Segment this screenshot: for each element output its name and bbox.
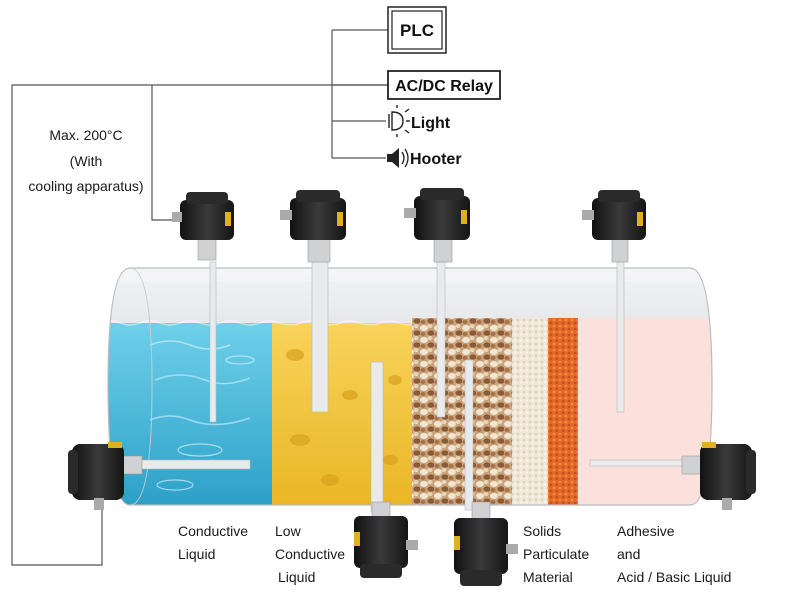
level-switch-icon (681, 442, 756, 510)
tank (107, 267, 713, 506)
section-label-line: Acid / Basic Liquid (617, 569, 731, 585)
level-switch-icon (172, 192, 234, 261)
probes (139, 261, 691, 513)
plc-label: PLC (400, 21, 434, 40)
hooter-label: Hooter (410, 151, 462, 168)
low-conductive-liquid-section (272, 323, 412, 505)
section-label-line: Material (523, 569, 573, 585)
light-item: Light (388, 105, 451, 137)
temperature-note-line2: (With (70, 153, 103, 169)
light-label: Light (411, 115, 451, 132)
relay-box: AC/DC Relay (387, 70, 501, 100)
temperature-note-line3: cooling apparatus) (28, 178, 143, 194)
section-label-line: Solids (523, 523, 561, 539)
level-switch-icon (582, 190, 646, 263)
section-label-line: Liquid (278, 569, 315, 585)
level-switch-icon (68, 442, 143, 510)
adhesive-section (578, 318, 712, 505)
temperature-note-line1: Max. 200°C (49, 127, 122, 143)
section-label-solids: Solids Particulate Material (523, 523, 589, 585)
section-label-line: Conductive (178, 523, 248, 539)
hooter-item: Hooter (387, 148, 462, 168)
section-label-line: Low (275, 523, 302, 539)
section-label-line: and (617, 546, 640, 562)
level-switch-icon (280, 190, 346, 263)
section-label-line: Conductive (275, 546, 345, 562)
level-switch-icon (354, 501, 418, 578)
wiring (11, 29, 388, 566)
level-switch-icon (454, 501, 518, 586)
section-label-line: Liquid (178, 546, 215, 562)
plc-box: PLC (387, 6, 447, 54)
solids-section (412, 318, 578, 505)
level-switch-icon (404, 188, 470, 263)
section-label-line: Particulate (523, 546, 589, 562)
section-label-low-conductive: Low Conductive Liquid (275, 523, 345, 585)
speaker-icon (387, 148, 409, 168)
section-label-conductive: Conductive Liquid (178, 523, 248, 562)
relay-label: AC/DC Relay (395, 78, 493, 95)
bulb-icon (388, 105, 410, 137)
section-label-line: Adhesive (617, 523, 675, 539)
section-label-adhesive: Adhesive and Acid / Basic Liquid (617, 523, 731, 585)
conductive-liquid-section (108, 323, 272, 505)
temperature-note: Max. 200°C (With cooling apparatus) (28, 127, 143, 194)
